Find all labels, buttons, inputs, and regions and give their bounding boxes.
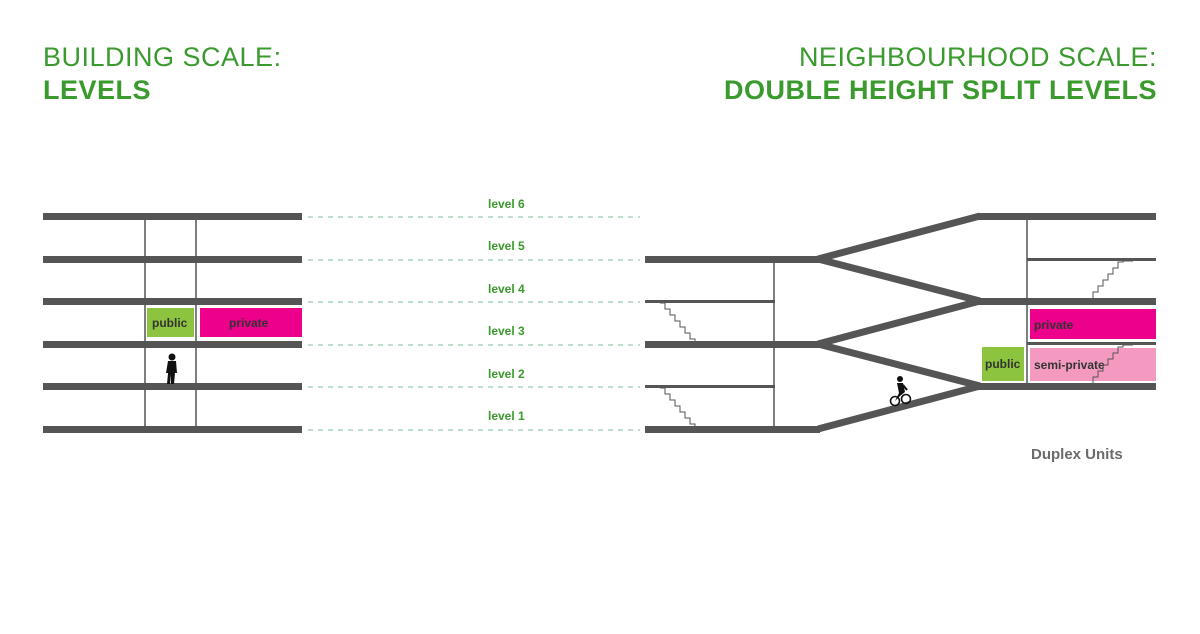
private-zone (1030, 309, 1156, 339)
level-labels: level 6 level 5 level 4 level 3 level 2 … (488, 197, 525, 423)
floor-slab (43, 426, 302, 433)
floor-slab (978, 213, 1156, 220)
floor-slab (43, 213, 302, 220)
public-zone-label: public (985, 357, 1021, 371)
neighbourhood-section: private semi-private public (645, 212, 1156, 433)
neighbourhood-floor-slabs (645, 213, 1156, 433)
staircase-icon (1092, 348, 1119, 381)
building-floor-slabs (43, 213, 302, 433)
public-zone-label: public (152, 316, 188, 330)
private-zone-label: private (229, 316, 269, 330)
floor-slab (978, 298, 1156, 305)
floor-slab (645, 341, 820, 348)
public-zone (147, 308, 194, 337)
floor-slab (43, 341, 302, 348)
building-scale-subtitle: BUILDING SCALE: (43, 42, 282, 72)
level-label-5: level 5 (488, 239, 525, 253)
neighbourhood-scale-title: DOUBLE HEIGHT SPLIT LEVELS (723, 75, 1157, 105)
public-zone (982, 347, 1024, 381)
level-label-1: level 1 (488, 409, 525, 423)
neighbourhood-scale-subtitle: NEIGHBOURHOOD SCALE: (798, 42, 1157, 72)
mezzanine-slab (645, 385, 775, 388)
level-label-4: level 4 (488, 282, 525, 296)
ramp (817, 382, 981, 433)
private-zone (200, 308, 302, 337)
ramp (817, 212, 981, 263)
ramp (817, 340, 981, 390)
mezzanine-slab (1027, 342, 1156, 345)
level-label-6: level 6 (488, 197, 525, 211)
neighbourhood-walls (773, 220, 1028, 426)
building-scale-title: LEVELS (43, 75, 152, 105)
person-walking-icon (166, 353, 177, 384)
level-guides (308, 216, 640, 431)
building-section: public private (43, 213, 302, 433)
staircase-icon (660, 387, 705, 431)
floor-slab (645, 256, 820, 263)
ramps (817, 212, 981, 433)
level-label-2: level 2 (488, 367, 525, 381)
floor-slab (43, 298, 302, 305)
semi-private-zone-label: semi-private (1034, 358, 1105, 372)
mezzanine-slab (645, 300, 775, 303)
ramp (817, 297, 981, 348)
floor-slab (43, 383, 302, 390)
level-label-3: level 3 (488, 324, 525, 338)
mezzanine-slab (1027, 258, 1156, 261)
staircase-icon (660, 302, 705, 346)
staircase-icon (1092, 260, 1133, 298)
floor-slab (43, 256, 302, 263)
floor-slab (645, 426, 820, 433)
floor-slab (978, 383, 1156, 390)
semi-private-zone (1030, 348, 1156, 381)
duplex-units-caption: Duplex Units (1031, 446, 1123, 463)
mezzanine-floors (645, 258, 1156, 388)
building-columns (144, 220, 197, 426)
staircase-overlay (1092, 348, 1119, 381)
private-zone-label: private (1034, 318, 1074, 332)
bicycle-rider-icon (889, 376, 912, 407)
ramp (817, 255, 981, 305)
